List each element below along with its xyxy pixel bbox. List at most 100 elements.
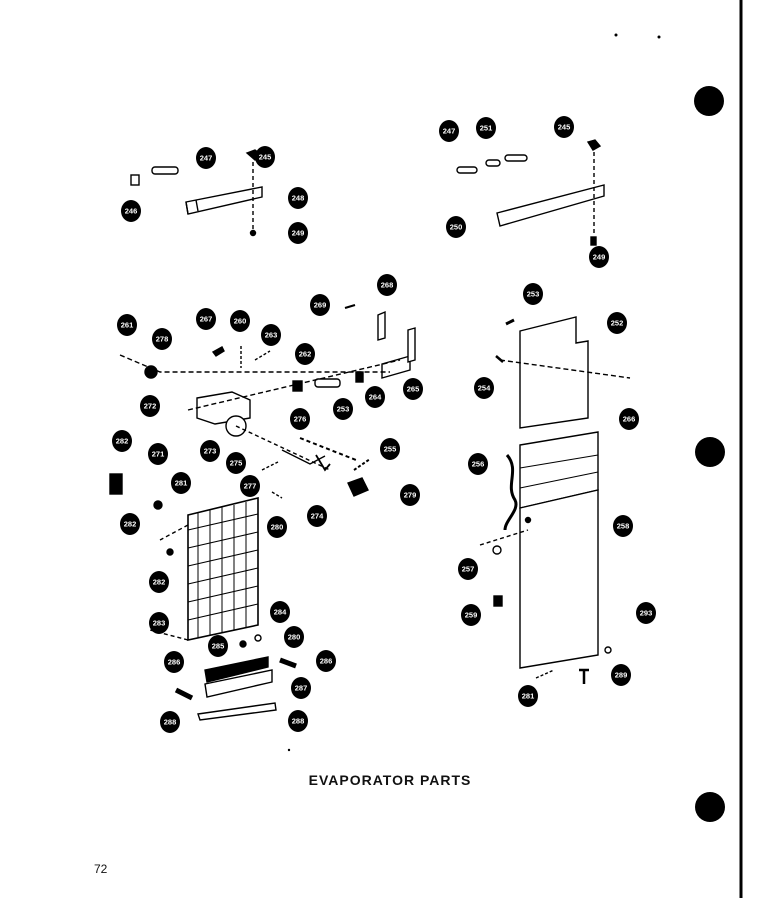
part-callout-256: 256 [468, 453, 488, 475]
callout-label: 252 [611, 319, 624, 328]
part-callout-277: 277 [240, 475, 260, 497]
callout-badge [160, 711, 180, 733]
part-callout-293: 293 [636, 602, 656, 624]
callout-label: 276 [294, 415, 307, 424]
callout-badge [288, 222, 308, 244]
callout-label: 275 [230, 459, 243, 468]
callout-badge [152, 328, 172, 350]
callout-label: 264 [369, 393, 382, 402]
callout-badge [200, 440, 220, 462]
callout-label: 285 [212, 642, 225, 651]
callout-label: 272 [144, 402, 157, 411]
callout-label: 268 [381, 281, 394, 290]
callout-badge [196, 147, 216, 169]
callout-badge [316, 650, 336, 672]
part-callout-259: 259 [461, 604, 481, 626]
part-callout-283: 283 [149, 612, 169, 634]
callout-label: 263 [265, 331, 278, 340]
callout-label: 273 [204, 447, 217, 456]
part-callout-245: 245 [554, 116, 574, 138]
part-callout-271: 271 [148, 443, 168, 465]
diagram-caption: EVAPORATOR PARTS [308, 772, 472, 788]
part-callout-264: 264 [365, 386, 385, 408]
part-callout-282: 282 [120, 513, 140, 535]
callout-label: 249 [593, 253, 606, 262]
part-callout-285: 285 [208, 635, 228, 657]
callout-badge [284, 626, 304, 648]
callout-label: 277 [244, 482, 257, 491]
callout-badge [307, 505, 327, 527]
callout-badge [230, 310, 250, 332]
callout-badge [164, 651, 184, 673]
callout-label: 260 [234, 317, 247, 326]
callout-label: 282 [116, 437, 129, 446]
callout-badge [636, 602, 656, 624]
part-callout-260: 260 [230, 310, 250, 332]
part-callout-266: 266 [619, 408, 639, 430]
part-callout-262: 262 [295, 343, 315, 365]
part-callout-251: 251 [476, 117, 496, 139]
callout-badge [140, 395, 160, 417]
callout-label: 250 [450, 223, 463, 232]
callout-badge [291, 677, 311, 699]
callout-label: 257 [462, 565, 475, 574]
callout-label: 286 [168, 658, 181, 667]
callout-label: 261 [121, 321, 134, 330]
callout-label: 249 [292, 229, 305, 238]
callout-label: 286 [320, 657, 333, 666]
part-callout-278: 278 [152, 328, 172, 350]
callout-label: 247 [443, 127, 456, 136]
callout-label: 281 [175, 479, 188, 488]
part-callout-280: 280 [284, 626, 304, 648]
callout-label: 280 [288, 633, 301, 642]
callout-label: 274 [311, 512, 324, 521]
callout-label: 258 [617, 522, 630, 531]
part-callout-268: 268 [377, 274, 397, 296]
callout-badge [226, 452, 246, 474]
callout-badge [288, 187, 308, 209]
binder-hole-top [694, 86, 724, 116]
callout-badge [149, 612, 169, 634]
callout-badge [589, 246, 609, 268]
right-rail-assembly [456, 139, 605, 246]
callout-badge [611, 664, 631, 686]
callout-badge [267, 516, 287, 538]
callout-label: 288 [164, 718, 177, 727]
callout-badge [518, 685, 538, 707]
callout-label: 251 [480, 124, 493, 133]
part-callout-282: 282 [149, 571, 169, 593]
callout-badge [476, 117, 496, 139]
callout-label: 279 [404, 491, 417, 500]
part-callout-258: 258 [613, 515, 633, 537]
callout-label: 245 [259, 153, 272, 162]
callout-badge [149, 571, 169, 593]
callout-badge [333, 398, 353, 420]
callout-label: 245 [558, 123, 571, 132]
scan-specks [287, 33, 661, 752]
rear-panel-assembly [479, 316, 631, 684]
part-callout-245: 245 [255, 146, 275, 168]
callout-label: 253 [337, 405, 350, 414]
part-callout-249: 249 [288, 222, 308, 244]
callout-label: 281 [522, 692, 535, 701]
callout-label: 248 [292, 194, 305, 203]
fan-bracket-assembly [119, 303, 416, 499]
callout-badge [196, 308, 216, 330]
part-callout-276: 276 [290, 408, 310, 430]
part-callout-255: 255 [380, 438, 400, 460]
callout-badge [288, 710, 308, 732]
part-callout-286: 286 [316, 650, 336, 672]
callout-label: 262 [299, 350, 312, 359]
callout-label: 246 [125, 207, 138, 216]
callout-badge [439, 120, 459, 142]
callout-label: 284 [274, 608, 287, 617]
part-callout-250: 250 [446, 216, 466, 238]
part-callout-247: 247 [196, 147, 216, 169]
callout-badge [255, 146, 275, 168]
callout-badge [613, 515, 633, 537]
part-callout-253: 253 [523, 283, 543, 305]
callout-badge [148, 443, 168, 465]
part-callout-282: 282 [112, 430, 132, 452]
callout-badge [270, 601, 290, 623]
callout-badge [121, 200, 141, 222]
